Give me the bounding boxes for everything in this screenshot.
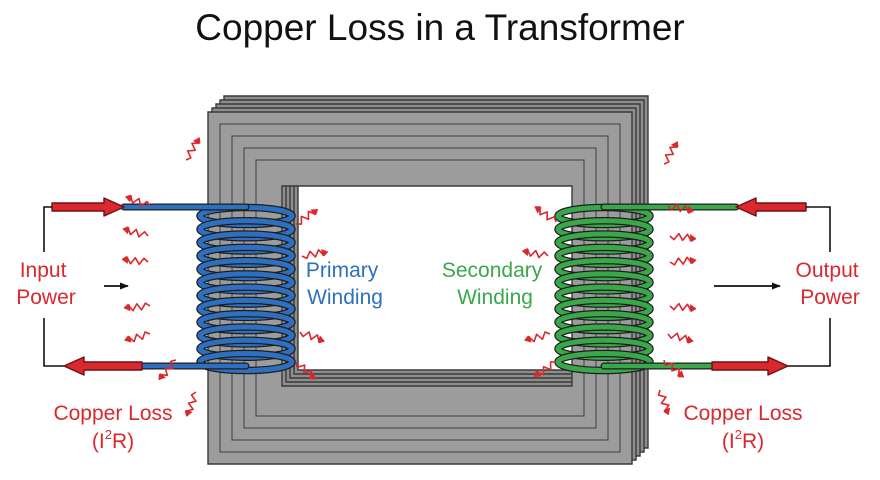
- heat-squiggle-icon: [184, 391, 197, 417]
- heat-squiggle-icon: [301, 248, 329, 260]
- heat-squiggle-icon: [669, 256, 697, 266]
- heat-squiggle-icon: [295, 361, 316, 380]
- svg-text:(I2R): (I2R): [92, 427, 134, 453]
- heat-squiggle-icon: [121, 256, 149, 266]
- secondary-label: Secondary Winding: [442, 259, 548, 309]
- output-wire-bottom: [788, 318, 831, 367]
- heat-squiggle-icon: [667, 332, 694, 344]
- heat-squiggle-icon: [185, 137, 201, 161]
- copper-loss-right-label: Copper Loss (I2R): [683, 402, 802, 453]
- heat-squiggle-icon: [663, 141, 679, 165]
- heat-squiggle-icon: [299, 331, 325, 344]
- heat-dissipation: [121, 137, 697, 417]
- heat-squiggle-icon: [534, 206, 557, 223]
- heat-squiggle-icon: [524, 331, 551, 343]
- coil-turn: [197, 351, 295, 373]
- coil-turn: [555, 351, 653, 373]
- primary-winding: [196, 203, 296, 375]
- output-bottom-arrow-icon: [711, 356, 789, 376]
- heat-squiggle-icon: [123, 302, 151, 312]
- svg-text:Copper Loss: Copper Loss: [683, 402, 802, 425]
- output-wire-top: [806, 206, 831, 252]
- heat-squiggle-icon: [124, 331, 151, 343]
- heat-squiggle-icon: [125, 194, 151, 207]
- heat-squiggle-icon: [122, 226, 149, 238]
- input-wire-top: [43, 206, 52, 252]
- svg-text:Copper Loss: Copper Loss: [53, 402, 172, 425]
- heat-squiggle-icon: [657, 389, 671, 416]
- output-power-label: Output Power: [796, 259, 865, 309]
- heat-squiggle-icon: [522, 248, 549, 259]
- heat-squiggle-icon: [663, 359, 684, 378]
- heat-squiggle-icon: [669, 232, 697, 242]
- svg-text:(I2R): (I2R): [722, 427, 764, 453]
- primary-label: Primary Winding: [306, 259, 384, 309]
- heat-squiggle-icon: [295, 208, 319, 225]
- power-leads: [43, 197, 831, 376]
- input-bottom-arrow-icon: [63, 356, 143, 376]
- input-power-label: Input Power: [16, 259, 76, 309]
- copper-loss-left-label: Copper Loss (I2R): [53, 402, 172, 453]
- output-top-arrow-icon: [735, 197, 807, 217]
- secondary-winding: [554, 203, 654, 375]
- page-title: Copper Loss in a Transformer: [195, 7, 684, 48]
- heat-squiggle-icon: [158, 359, 177, 380]
- heat-squiggle-icon: [669, 302, 697, 312]
- input-top-arrow-icon: [51, 197, 125, 217]
- heat-squiggle-icon: [533, 361, 557, 378]
- heat-squiggle-icon: [667, 203, 694, 214]
- input-wire-bottom: [43, 318, 64, 367]
